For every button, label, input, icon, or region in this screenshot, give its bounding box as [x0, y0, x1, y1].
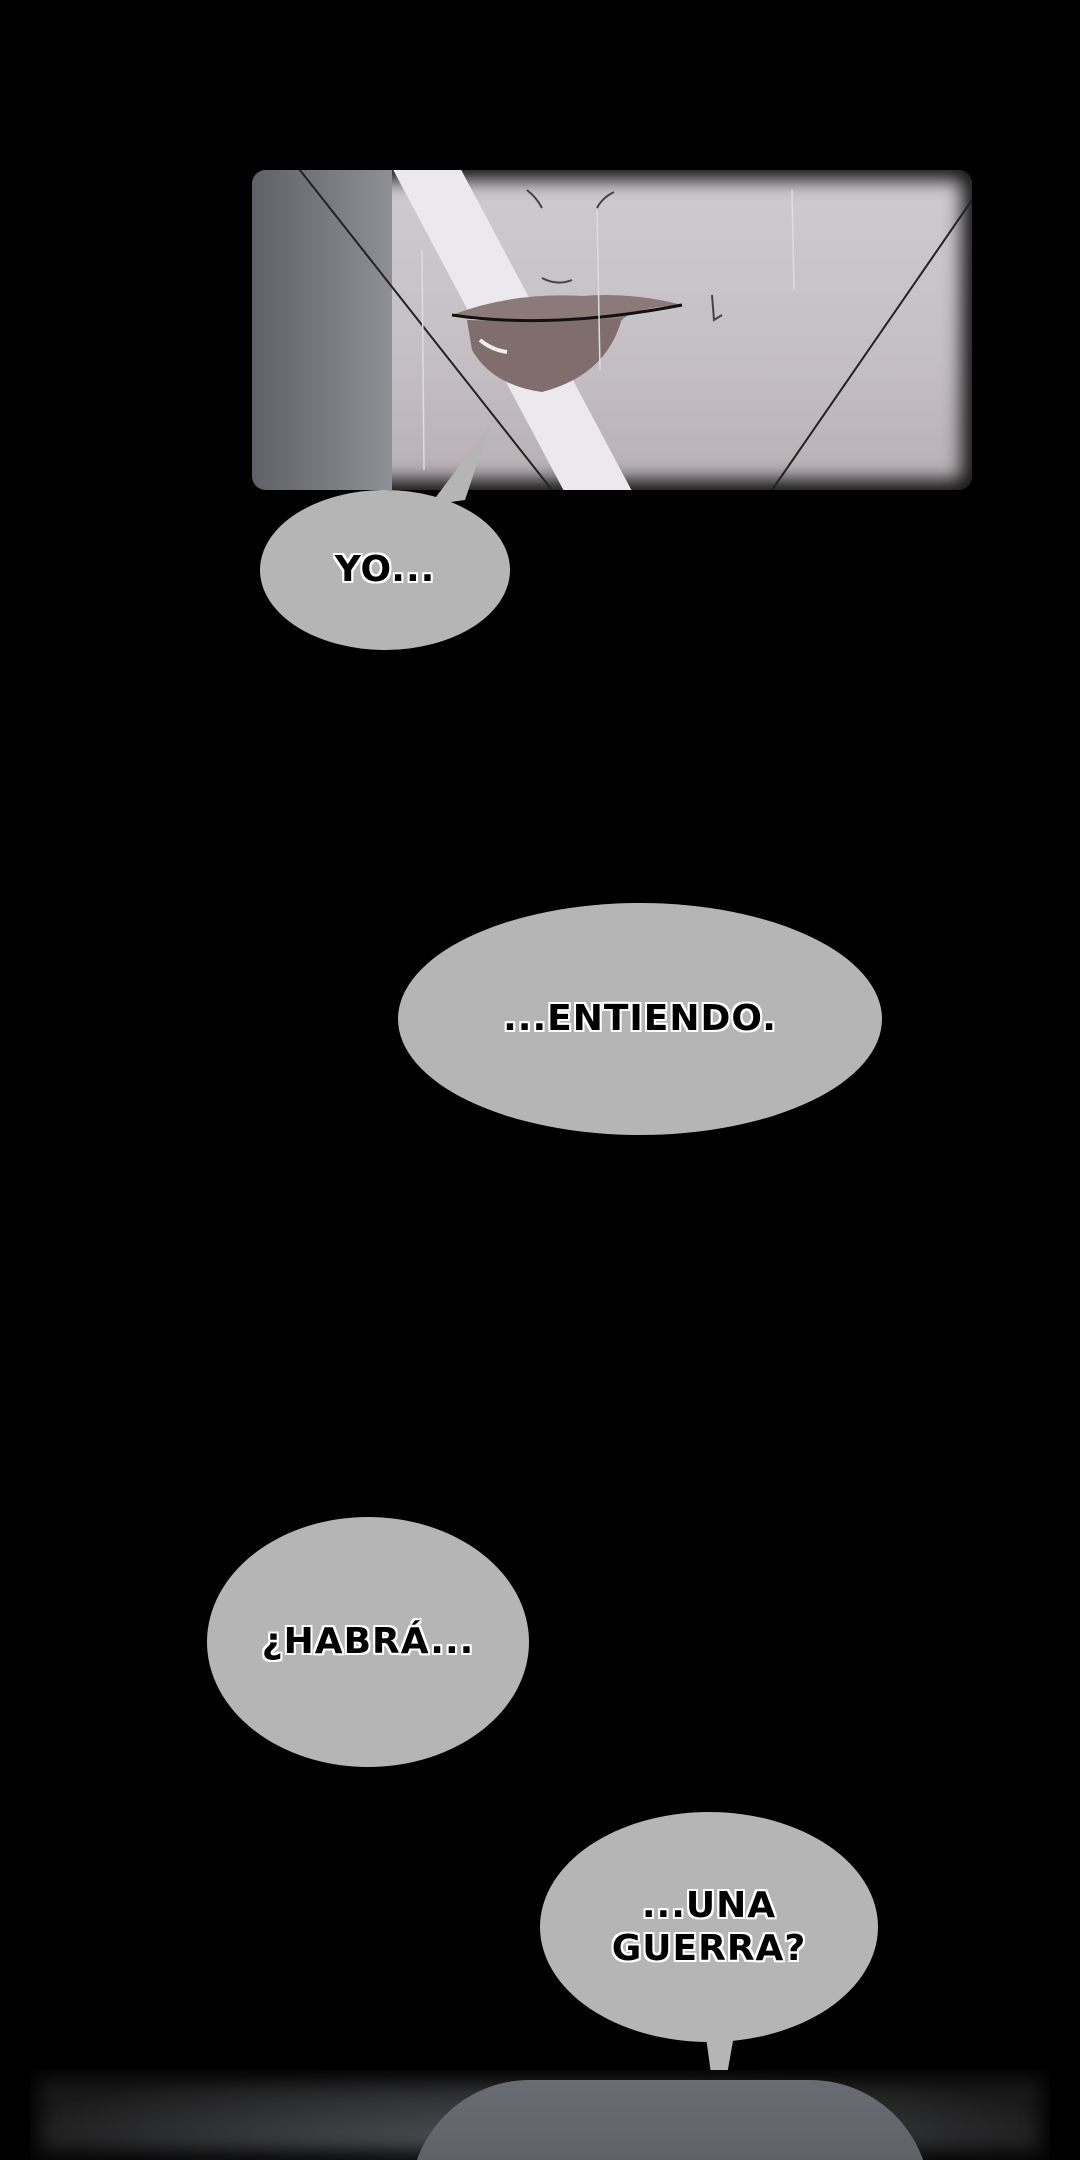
bubble-text-1: YO... — [334, 549, 436, 591]
hair-shadow — [252, 170, 392, 490]
hair-panel — [30, 2070, 1050, 2160]
speech-bubble-3: ¿HABRÁ... — [207, 1517, 529, 1767]
bubble-text-4-line2: GUERRA? — [611, 1928, 807, 1969]
bubble-text-2: ...ENTIENDO. — [503, 998, 777, 1040]
face-illustration — [298, 170, 972, 490]
bubble-tail-1 — [430, 425, 490, 505]
bubble-text-3: ¿HABRÁ... — [261, 1621, 475, 1663]
bubble-text-4: ...UNA GUERRA? — [612, 1884, 807, 1970]
speech-bubble-4: ...UNA GUERRA? — [540, 1812, 878, 2042]
speech-bubble-1: YO... — [260, 490, 510, 650]
silver-hair — [410, 2080, 930, 2160]
speech-bubble-2: ...ENTIENDO. — [398, 903, 882, 1135]
face-closeup-panel — [252, 170, 972, 490]
bubble-text-4-line1: ...UNA — [641, 1884, 777, 1926]
